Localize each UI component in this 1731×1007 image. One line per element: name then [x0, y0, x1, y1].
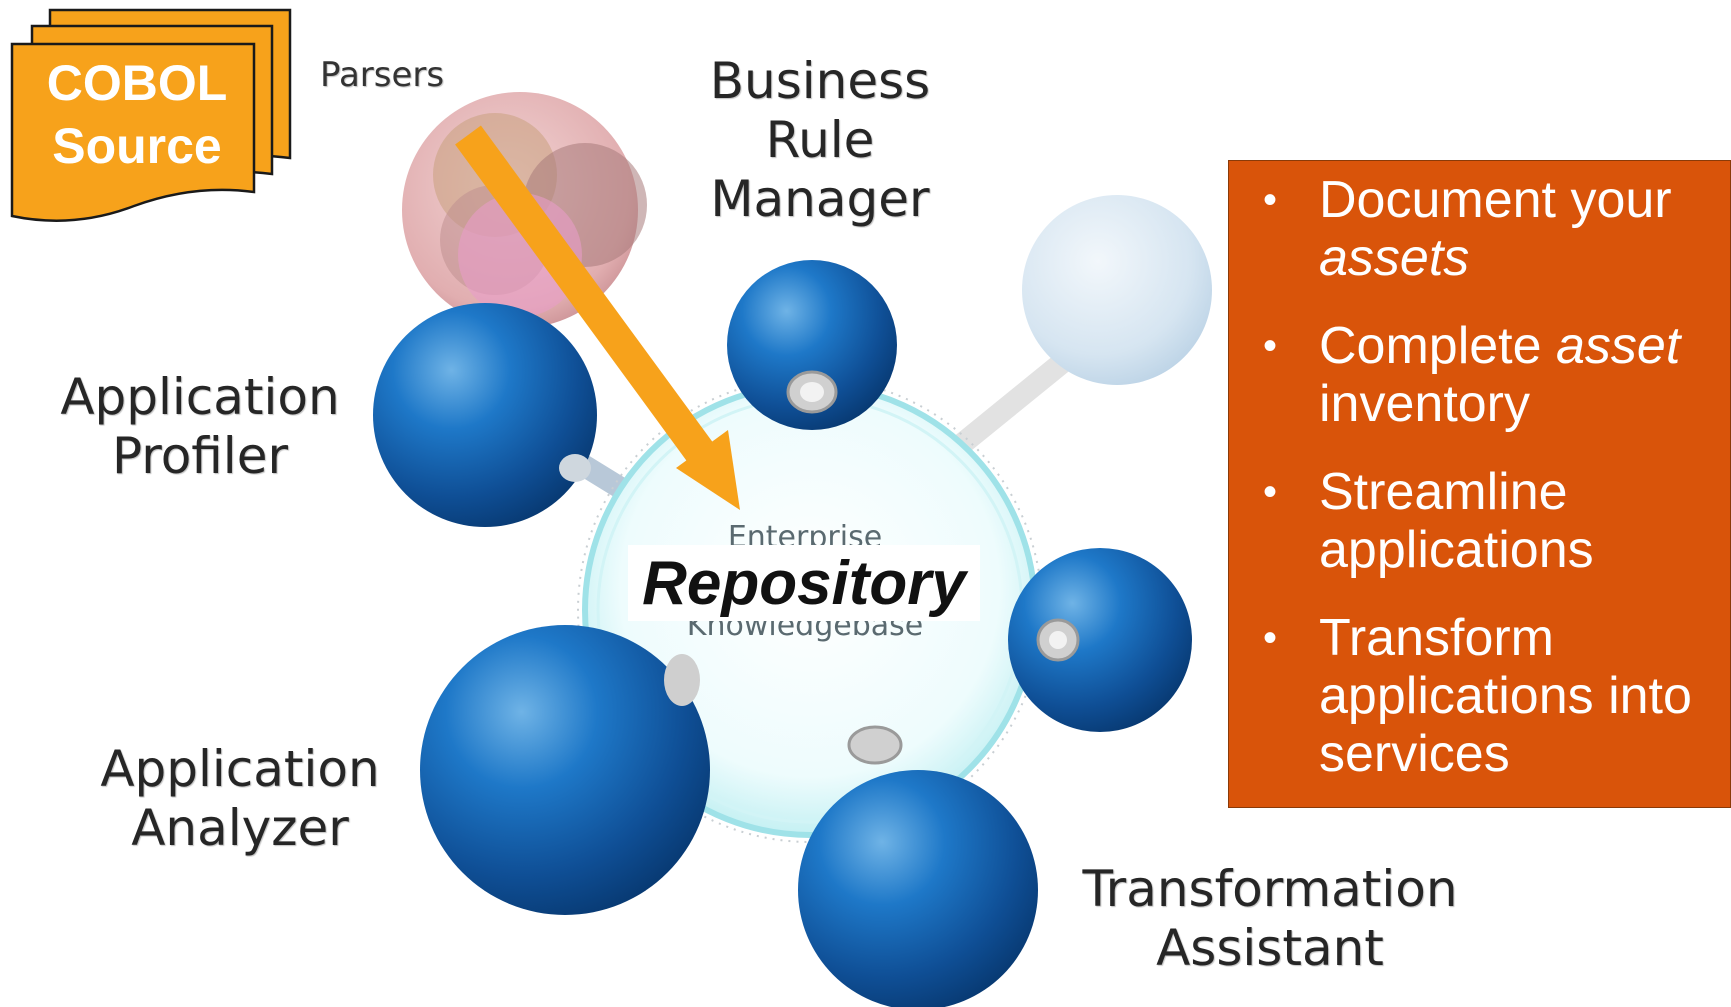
- transform-line-1: Transformation: [1082, 860, 1458, 918]
- analyzer-line-2: Analyzer: [131, 799, 349, 857]
- business-rule-manager-label: Business Rule Manager: [680, 52, 960, 229]
- analyzer-line-1: Application: [100, 740, 380, 798]
- transformation-assistant-label: Transformation Assistant: [1070, 860, 1470, 978]
- benefit-text: Transform applications into services: [1319, 609, 1692, 783]
- application-analyzer-label: Application Analyzer: [90, 740, 390, 858]
- application-profiler-label: Application Profiler: [30, 368, 370, 486]
- transformation-assistant-sphere: [798, 725, 1038, 1007]
- brm-line-3: Manager: [710, 170, 930, 228]
- benefit-item: • Complete asset inventory: [1249, 317, 1710, 433]
- benefit-emphasis: asset: [1556, 317, 1681, 375]
- parsers-label: Parsers: [320, 55, 445, 95]
- bullet-icon: •: [1263, 178, 1278, 222]
- bullet-icon: •: [1263, 324, 1278, 368]
- benefit-text: Complete: [1319, 317, 1556, 375]
- unnamed-light-sphere: [1022, 195, 1212, 385]
- bullet-icon: •: [1263, 470, 1278, 514]
- benefits-panel: • Document your assets • Complete asset …: [1228, 160, 1731, 808]
- brm-line-1: Business: [709, 52, 931, 110]
- source-line: Source: [52, 117, 222, 174]
- application-profiler-sphere: [373, 303, 597, 527]
- right-sphere: [1008, 548, 1192, 732]
- benefit-emphasis: assets: [1319, 229, 1470, 287]
- transform-line-2: Assistant: [1156, 919, 1384, 977]
- benefit-text: Streamline applications: [1319, 463, 1594, 579]
- benefit-item: • Transform applications into services: [1249, 609, 1710, 783]
- cobol-source-label: COBOL Source: [22, 52, 252, 177]
- business-rule-manager-sphere: [727, 260, 897, 430]
- application-analyzer-sphere: [420, 625, 710, 915]
- brm-line-2: Rule: [765, 111, 875, 169]
- benefits-list: • Document your assets • Complete asset …: [1249, 171, 1710, 783]
- repository-label: Repository: [642, 548, 966, 618]
- benefit-text-after: inventory: [1319, 375, 1530, 433]
- cobol-source-document-icon: [10, 8, 292, 222]
- repository-label-box: Repository: [628, 545, 980, 621]
- profiler-line-2: Profiler: [111, 427, 289, 485]
- bullet-icon: •: [1263, 616, 1278, 660]
- benefit-item: • Document your assets: [1249, 171, 1710, 287]
- flow-arrow: [455, 125, 740, 510]
- profiler-line-1: Application: [60, 368, 340, 426]
- cobol-line: COBOL: [46, 55, 228, 111]
- benefit-item: • Streamline applications: [1249, 463, 1710, 579]
- benefit-text: Document your: [1319, 171, 1672, 229]
